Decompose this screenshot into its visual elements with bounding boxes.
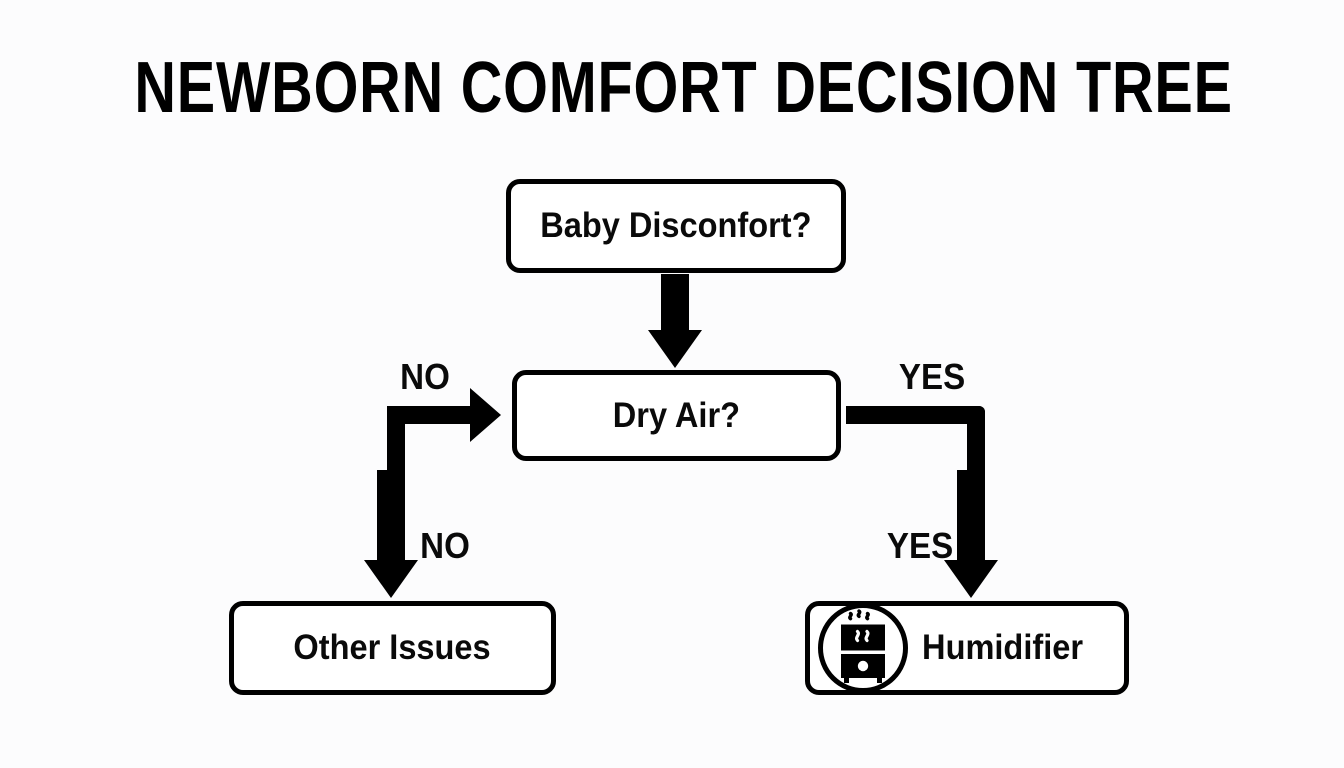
page-title: NEWBORN COMFORT DECISION TREE bbox=[134, 48, 1233, 128]
edge-label-yes-top: YES bbox=[898, 356, 966, 397]
edge-label-yes-bottom: YES bbox=[886, 525, 954, 566]
edge-label-no-bottom: NO bbox=[420, 525, 470, 566]
node-dry-air[interactable]: Dry Air? bbox=[512, 370, 841, 461]
node-baby-discomfort-label: Baby Disconfort? bbox=[540, 206, 812, 245]
edge-no-elbow-horizontal bbox=[387, 406, 477, 424]
edge-yes-to-humidifier-stem bbox=[957, 470, 985, 565]
edge-no-to-other-stem bbox=[377, 470, 405, 565]
node-dry-air-label: Dry Air? bbox=[612, 395, 741, 435]
edge-baby-to-dryair-arrowhead bbox=[648, 330, 702, 368]
node-humidifier-label: Humidifier bbox=[922, 628, 1084, 667]
node-other-issues[interactable]: Other Issues bbox=[229, 601, 556, 695]
edge-yes-elbow-horizontal bbox=[846, 406, 985, 424]
edge-label-no-top: NO bbox=[400, 356, 450, 397]
node-other-issues-label: Other Issues bbox=[293, 628, 492, 667]
edge-yes-to-humidifier-arrowhead bbox=[944, 560, 998, 598]
edge-baby-to-dryair-stem bbox=[661, 274, 689, 332]
node-baby-discomfort[interactable]: Baby Disconfort? bbox=[506, 179, 846, 273]
edge-no-arrowhead-right bbox=[470, 388, 501, 442]
node-humidifier[interactable]: Humidifier bbox=[805, 601, 1129, 695]
edge-no-to-other-arrowhead bbox=[364, 560, 418, 598]
